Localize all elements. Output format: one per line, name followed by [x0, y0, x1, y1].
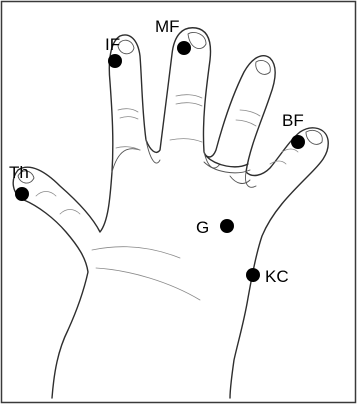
- landmark-kc-label: KC: [265, 267, 289, 286]
- landmark-if-marker: [108, 54, 122, 68]
- landmark-th-marker: [15, 187, 29, 201]
- landmark-mf-marker: [177, 41, 191, 55]
- landmark-bf-label: BF: [282, 111, 304, 130]
- landmark-mf-label: MF: [155, 17, 180, 36]
- landmark-bf-marker: [291, 135, 305, 149]
- landmark-g-label: G: [196, 218, 209, 237]
- landmark-kc-marker: [246, 268, 260, 282]
- landmark-th-label: Th: [9, 163, 29, 182]
- landmark-if-label: IF: [105, 35, 120, 54]
- landmark-g-marker: [220, 219, 234, 233]
